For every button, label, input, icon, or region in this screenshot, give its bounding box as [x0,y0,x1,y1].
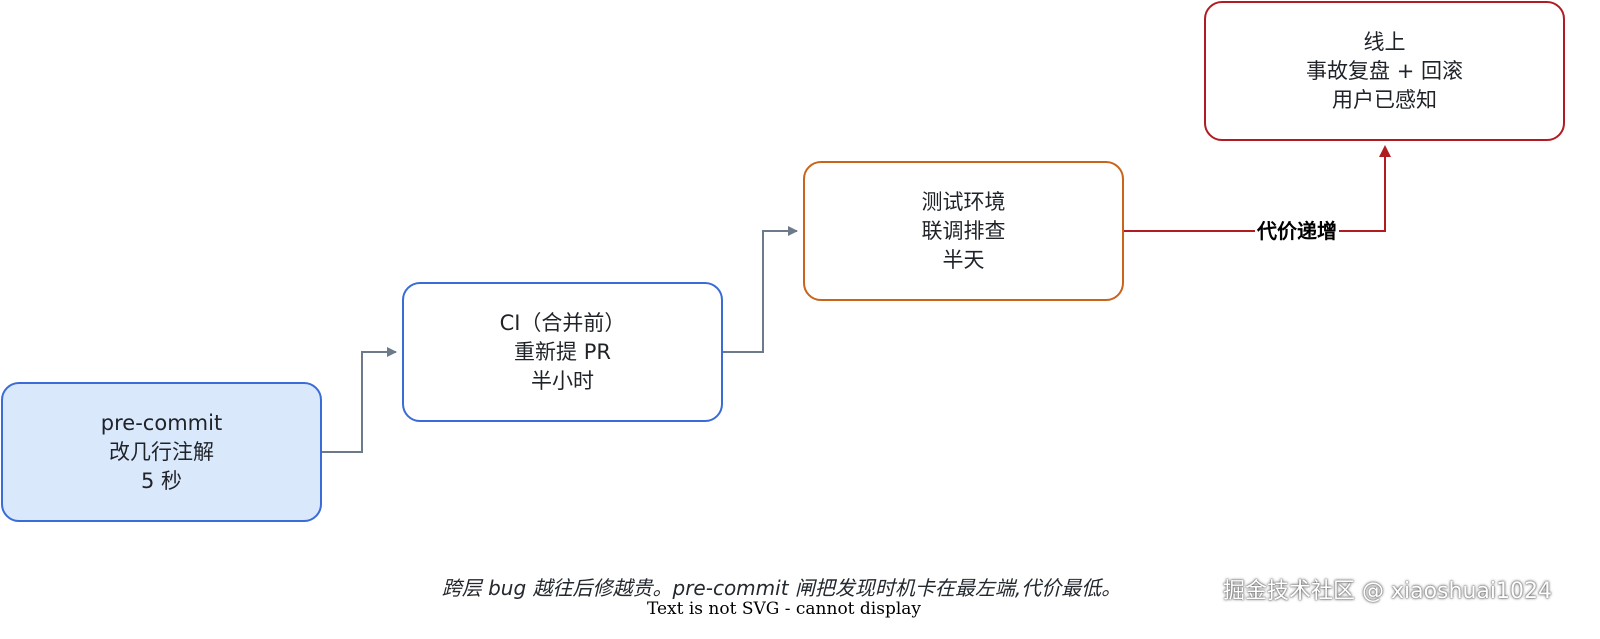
stage-precommit-cost: 5 秒 [140,468,183,493]
stage-precommit-name: pre-commit [100,410,223,435]
stage-production-box: 线上 事故复盘 + 回滚 用户已感知 [1204,1,1565,141]
svg-fallback-notice: Text is not SVG - cannot display [646,599,922,619]
stage-test-env-cost: 半天 [942,247,985,272]
stage-ci-cost: 半小时 [531,368,594,393]
watermark: 掘金技术社区 @ xiaoshuai1024 [1223,579,1552,604]
stage-production-action: 事故复盘 + 回滚 [1306,58,1463,83]
stage-test-env-name: 测试环境 [921,189,1006,214]
stage-ci-box: CI（合并前） 重新提 PR 半小时 [402,282,723,422]
stage-production-name: 线上 [1363,29,1406,54]
stage-production-cost: 用户已感知 [1332,87,1437,112]
stage-test-env-box: 测试环境 联调排查 半天 [803,161,1124,301]
stage-ci-name: CI（合并前） [499,310,626,335]
connector-precommit-to-ci [322,347,397,453]
stage-precommit-box: pre-commit 改几行注解 5 秒 [1,382,322,522]
diagram-caption: 跨层 bug 越往后修越贵。pre-commit 闸把发现时机卡在最左端,代价最… [441,576,1122,600]
stage-test-env-action: 联调排查 [921,218,1006,243]
stage-precommit-action: 改几行注解 [109,439,214,464]
cost-increase-label: 代价递增 [1255,217,1339,245]
stage-ci-action: 重新提 PR [514,339,611,364]
connector-ci-to-test-env [723,226,798,353]
